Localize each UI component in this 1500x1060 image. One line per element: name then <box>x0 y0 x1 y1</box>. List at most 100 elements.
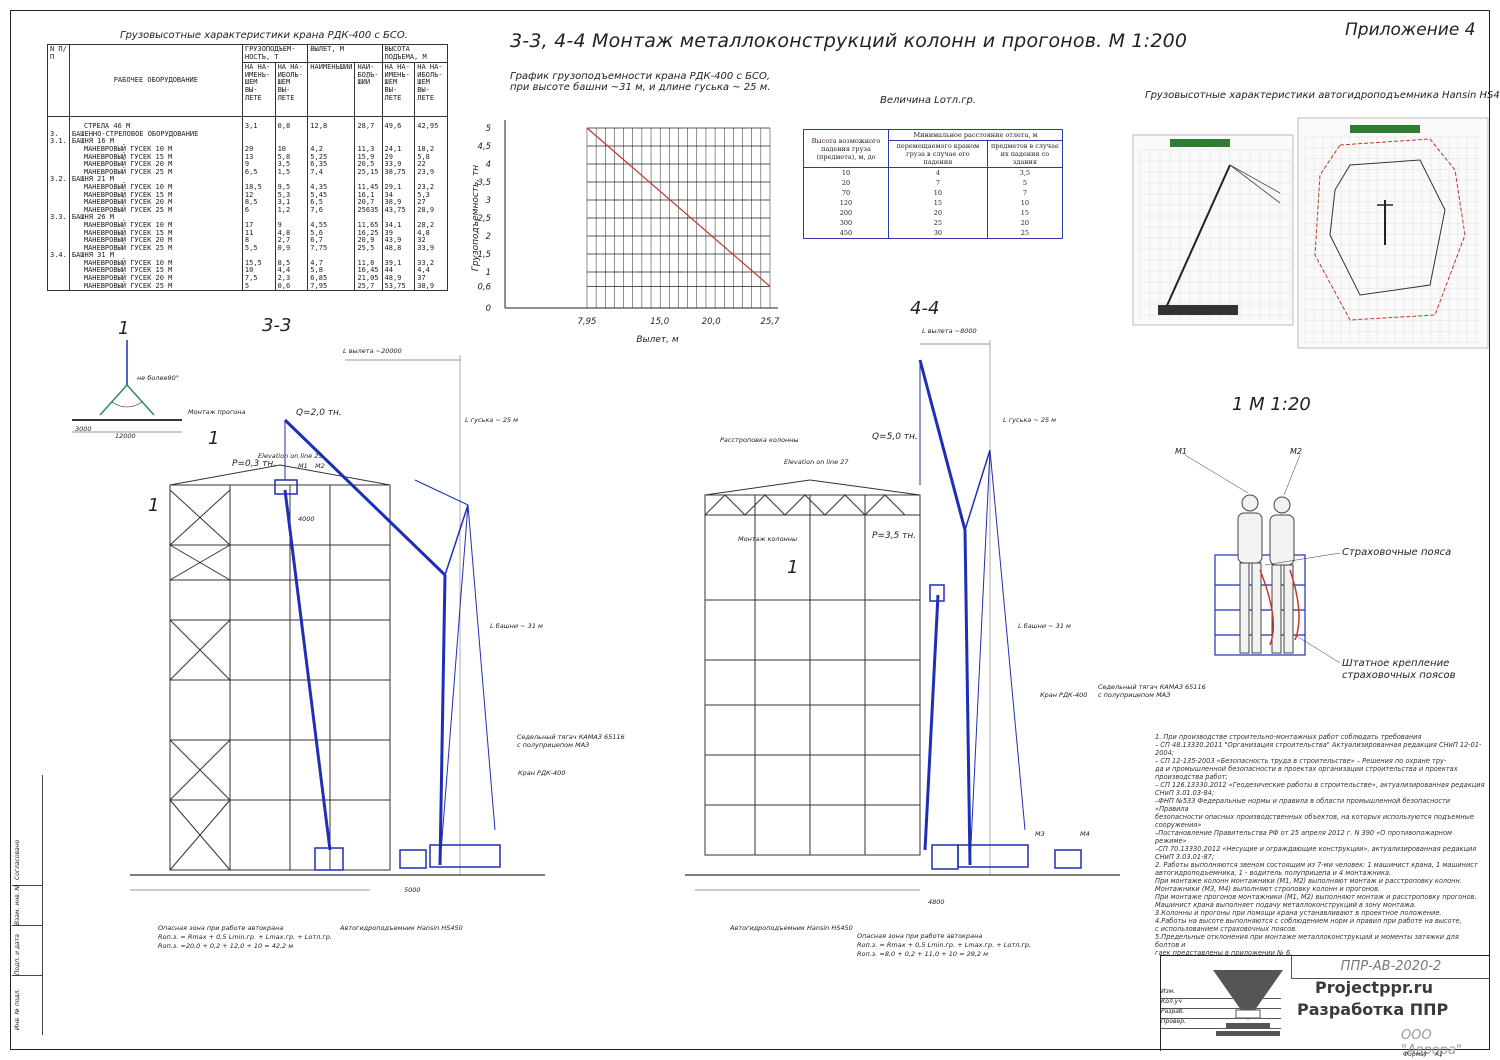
table-cell <box>354 252 383 260</box>
table-cell: 22 <box>414 161 448 169</box>
table-cell: МАНЕВРОВЫЙ ГУСЕК 25 М <box>68 206 243 215</box>
note-line: –Постановление Правительства РФ от 25 ап… <box>1155 829 1452 845</box>
table-cell: 0,6 <box>274 282 309 292</box>
col-reach: ВЫЛЕТ, М <box>307 43 383 64</box>
series-line <box>586 127 771 287</box>
table-cell <box>307 214 356 222</box>
table-cell: 3.2. <box>47 176 70 184</box>
table-cell <box>47 229 70 238</box>
table-cell <box>414 130 448 139</box>
table-cell: 18,2 <box>414 145 448 154</box>
table-cell: 21,05 <box>354 274 383 283</box>
x-tick-label: 7,95 <box>578 317 597 327</box>
col-cap-min: НА НА-ИМЕНЬ-ШЕМ ВЫ-ЛЕТЕ <box>241 62 276 118</box>
table-cell: 11,3 <box>354 145 383 154</box>
table-cell: 6 <box>241 206 276 215</box>
dim-5000: 5000 <box>404 886 421 894</box>
y-tick-label: 0 <box>486 304 491 314</box>
table-cell: МАНЕВРОВЫЙ ГУСЕК 15 М <box>68 229 243 238</box>
general-notes: 1. При производстве строительно-монтажны… <box>1155 733 1485 957</box>
rdk-table-caption: Грузовысотные характеристики крана РДК-4… <box>120 30 408 41</box>
note-line: При монтаже колонн монтажники (М1, М2) в… <box>1155 877 1462 885</box>
table-row: 3.1.БАШНЯ 16 М <box>47 138 448 146</box>
label-tractor-44-1: Седельный тягач КАМАЗ 65116 <box>1098 683 1206 691</box>
table-cell <box>354 138 383 146</box>
label-tractor-33-2: с полуприцепом МАЗ <box>517 741 590 749</box>
zone-33-3: Rоп.з. =20,0 + 0,2 + 12,0 + 10 = 42,2 м <box>158 942 294 950</box>
tb-row-4: Провер. <box>1161 1018 1281 1029</box>
label-belts: Страховочные пояса <box>1342 547 1452 558</box>
table-cell: 25 <box>986 228 1064 239</box>
table-cell: 25 <box>888 218 988 228</box>
label-mount-col: Монтаж колонны <box>738 535 798 543</box>
table-cell: 42,95 <box>414 116 448 131</box>
table-cell: 10 <box>986 198 1064 208</box>
note-line: автогидроподъемника, 1 - водитель полупр… <box>1155 869 1392 877</box>
dist-table-caption: Величина Lотл.гр. <box>880 95 977 106</box>
col-reach-min: НАИМЕНЬШИЙ <box>307 62 356 118</box>
table-cell: 300 <box>803 218 889 228</box>
table-cell <box>47 282 70 292</box>
x-axis-label: Вылет, м <box>636 335 679 345</box>
section-33-drawing <box>72 340 545 891</box>
table-cell: МАНЕВРОВЫЙ ГУСЕК 10 М <box>68 183 243 192</box>
table-cell: 6,85 <box>307 274 356 283</box>
dim-3000: 3000 <box>75 425 92 433</box>
zone-33-1: Опасная зона при работе автокрана <box>158 924 284 932</box>
watermark-site: Projectppr.ru <box>1315 978 1433 997</box>
table-cell: МАНЕВРОВЫЙ ГУСЕК 15 М <box>68 267 243 276</box>
sidebar-sign: Подп. и дата <box>14 934 21 975</box>
label-p-44: P=3,5 тн. <box>872 531 917 541</box>
table-cell: МАНЕВРОВЫЙ ГУСЕК 20 М <box>68 274 243 283</box>
sidebar-agreed: Согласовано <box>14 839 21 880</box>
dist-col-height: Высота возможного падения груза (предмет… <box>803 129 889 168</box>
note-line: безопасности опасных производственных об… <box>1155 813 1474 829</box>
table-cell <box>354 214 383 222</box>
table-cell <box>414 214 448 222</box>
table-cell: 12,8 <box>307 116 356 131</box>
table-cell: 5,3 <box>414 191 448 200</box>
table-cell: 5,8 <box>414 153 448 162</box>
table-cell: МАНЕВРОВЫЙ ГУСЕК 15 М <box>68 153 243 162</box>
table-cell: 20 <box>888 208 988 218</box>
chart-caption-1: График грузоподъемности крана РДК-400 с … <box>510 71 771 82</box>
watermark-service: Разработка ППР <box>1297 1000 1449 1019</box>
dist-col-objects: предметов в случае их падения со здания <box>986 140 1064 168</box>
y-tick-label: 4,5 <box>477 142 491 152</box>
table-cell: 3.4. <box>47 252 70 260</box>
label-q-44: Q=5,0 тн. <box>872 432 918 442</box>
note-line: СНиП 3.03.01-87; <box>1155 853 1215 861</box>
label-q-33: Q=2,0 тн. <box>296 408 342 418</box>
table-cell: 16,1 <box>354 191 383 200</box>
label-not-more: не более90° <box>137 374 179 382</box>
table-cell: 11,8 <box>354 259 383 268</box>
label-l-jib-33: L гуська ~ 25 м <box>465 416 519 424</box>
zone-44-1: Опасная зона при работе автокрана <box>857 932 983 940</box>
table-cell: 4 <box>888 167 988 178</box>
table-cell <box>354 130 383 139</box>
label-hansin-33: Автогидроподъемник Hansin HS450 <box>340 924 463 932</box>
sheet-frame <box>10 10 1490 1050</box>
tb-row-1: Изм. <box>1161 988 1281 999</box>
table-cell: 3,5 <box>986 167 1064 178</box>
table-cell <box>307 138 356 146</box>
table-cell: 3.3. <box>47 214 70 222</box>
table-row: 3.БАШЕННО-СТРЕЛОВОЕ ОБОРУДОВАНИЕ <box>47 130 448 139</box>
table-cell: 25,15 <box>354 168 383 177</box>
table-cell: 7,95 <box>307 282 356 292</box>
table-cell: 43,75 <box>381 206 416 215</box>
table-cell: 25,7 <box>354 282 383 292</box>
sidebar-replace: Взам. инв. № <box>14 884 21 925</box>
marker-1-44: 1 <box>787 557 799 578</box>
table-cell: 28,2 <box>414 221 448 230</box>
y-axis-label: Грузоподъемность, тн <box>471 165 481 271</box>
table-cell <box>241 130 276 139</box>
table-cell: 4,35 <box>307 183 356 192</box>
table-cell: 0,8 <box>274 116 309 131</box>
